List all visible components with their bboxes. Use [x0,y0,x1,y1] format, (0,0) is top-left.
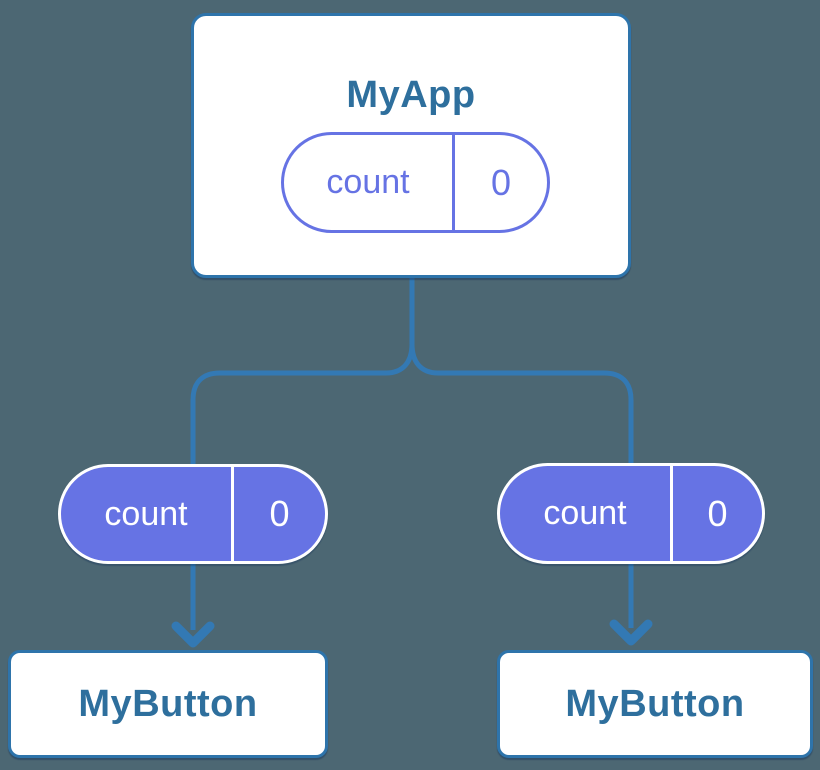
node-myapp: MyApp count 0 [191,13,631,278]
node-mybutton-right: MyButton [497,650,813,758]
state-value: 0 [269,493,290,534]
state-pill-myapp: count 0 [281,132,550,233]
state-value: 0 [490,161,512,203]
state-name: count [500,466,673,561]
node-mybutton-left-title: MyButton [78,682,258,725]
arrow-right-icon [609,619,653,646]
state-pill-mybutton-left: count 0 [58,464,328,564]
state-pill-mybutton-right: count 0 [497,463,765,564]
state-value: 0 [707,492,728,534]
node-mybutton-left: MyButton [8,650,328,758]
node-mybutton-right-title: MyButton [565,682,745,725]
node-myapp-title: MyApp [346,74,476,116]
state-name: count [61,467,234,561]
state-name: count [284,135,455,230]
branch-right-line [409,343,634,628]
branch-left-line [190,343,415,630]
arrow-left-icon [171,621,215,648]
